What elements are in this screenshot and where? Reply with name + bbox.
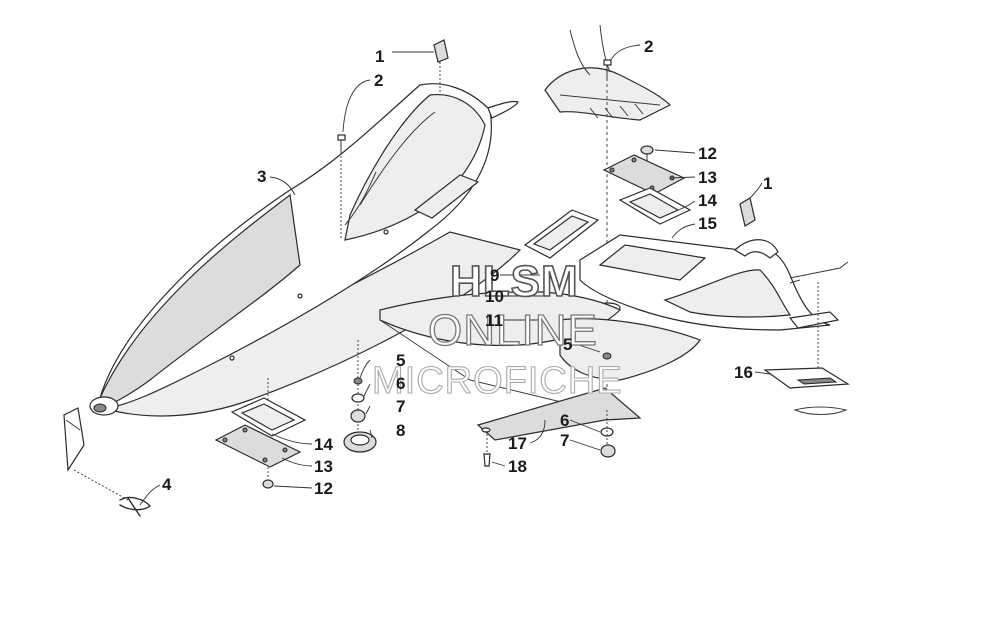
- callout-13-right: 13: [698, 168, 717, 187]
- callout-5-left: 5: [396, 351, 405, 370]
- callout-7-right: 7: [560, 431, 569, 450]
- callout-4: 4: [162, 475, 172, 494]
- callout-2-left: 2: [374, 71, 383, 90]
- console-part-15: [579, 234, 840, 331]
- callout-6-right: 6: [560, 411, 569, 430]
- hardware-stack-5-8: [343, 340, 377, 453]
- callout-14-left: 14: [314, 435, 333, 454]
- pad-part-16: [763, 367, 850, 389]
- callout-13-left: 13: [314, 457, 333, 476]
- clip-part-4: [63, 407, 151, 517]
- callout-9: 9: [490, 266, 499, 285]
- callout-1-left: 1: [375, 47, 384, 66]
- callout-18: 18: [508, 457, 527, 476]
- mounting-sketch-right: [789, 261, 849, 415]
- cap-part-1-right: [739, 197, 756, 227]
- callout-12-left: 12: [314, 479, 333, 498]
- watermark-line-3: MICROFICHE: [372, 360, 623, 402]
- callout-16: 16: [734, 363, 753, 382]
- callout-8: 8: [396, 421, 405, 440]
- plate-part-13-left: [214, 378, 302, 478]
- callout-1-right: 1: [763, 174, 772, 193]
- callout-15: 15: [698, 214, 717, 233]
- callout-17: 17: [508, 434, 527, 453]
- leader-lines: [139, 44, 771, 506]
- callout-5-right: 5: [563, 335, 572, 354]
- knob-part-12-left: [262, 479, 274, 489]
- bolt-part-2-left: [337, 134, 346, 240]
- hardware-stack-5-7-right: [600, 352, 616, 458]
- callout-14-right: 14: [698, 191, 717, 210]
- callout-10: 10: [485, 287, 504, 306]
- frame-part-14-left: [230, 397, 307, 437]
- callout-3: 3: [257, 167, 266, 186]
- plate-part-13-right: [602, 154, 686, 195]
- frame-part-14-right: [523, 187, 692, 259]
- callout-2-right: 2: [644, 37, 653, 56]
- callout-labels: 1 2 3 4 5 6 7 8 14 13 12 2 12 13 14 15 1…: [162, 37, 772, 498]
- watermark: HLSM ONLINE MICROFICHE: [371, 256, 623, 402]
- callout-7-left: 7: [396, 397, 405, 416]
- rivet-part-18: [483, 434, 491, 467]
- watermark-line-2: ONLINE: [428, 306, 598, 355]
- watermark-line-1: HLSM: [450, 257, 579, 306]
- callout-6-left: 6: [396, 374, 405, 393]
- belly-pan: [379, 291, 701, 441]
- hood-part-3: [89, 83, 522, 417]
- callout-11: 11: [485, 311, 503, 330]
- cap-part-1-left: [433, 39, 449, 92]
- steering-sketch: [544, 24, 672, 121]
- callout-12-right: 12: [698, 144, 717, 163]
- knob-part-12-right: [640, 145, 654, 162]
